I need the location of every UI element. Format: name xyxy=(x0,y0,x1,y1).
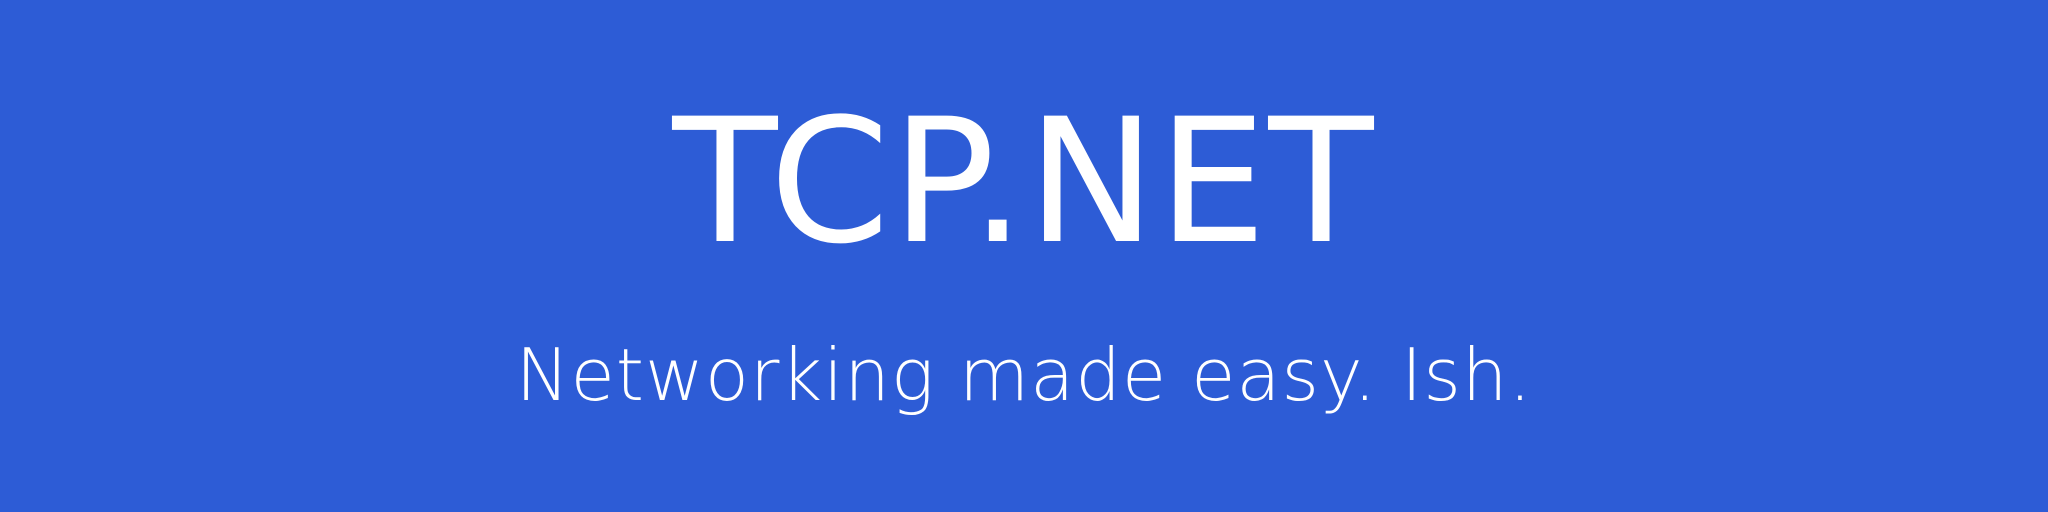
tagline: Networking made easy. Ish. xyxy=(515,333,1533,417)
page-title: TCP.NET xyxy=(672,81,1376,282)
